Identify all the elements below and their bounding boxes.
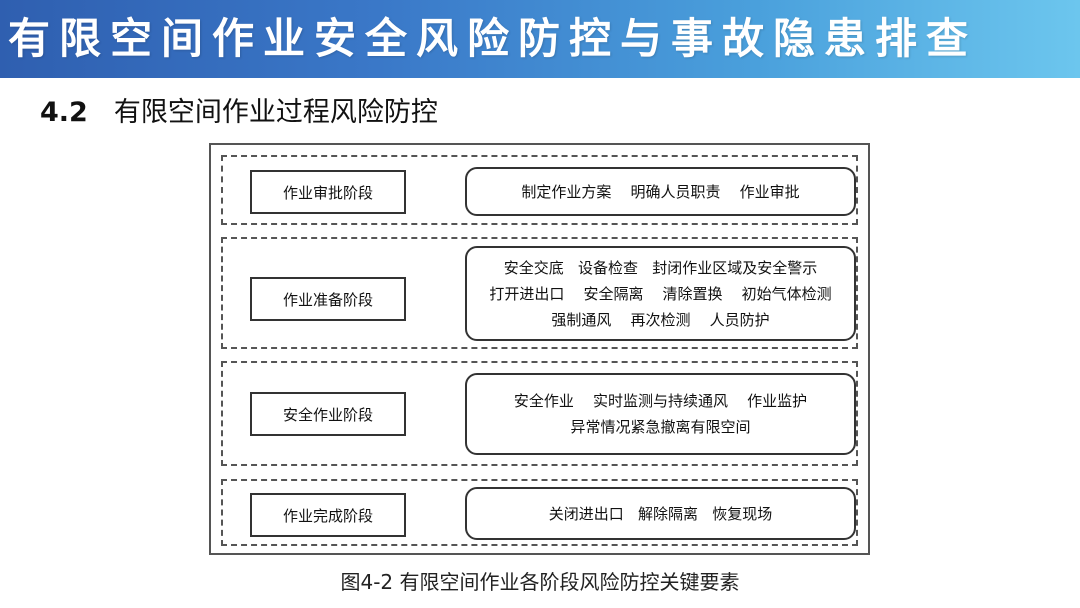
section-title: 有限空间作业过程风险防控 [113,97,438,128]
content-line: 打开进出口 安全隔离 清除置换 初始气体检测 [489,284,832,303]
stage-completion-label: 作业完成阶段 [250,493,406,537]
content-line: 强制通风 再次检测 人员防护 [551,310,770,329]
diagram-frame [209,143,870,555]
stage-operation [221,361,858,466]
stage-completion-content: 关闭进出口 解除隔离 恢复现场 [465,487,856,540]
stage-approval-content: 制定作业方案 明确人员职责 作业审批 [465,167,856,216]
banner-title: 有限空间作业安全风险防控与事故隐患排查 [8,14,978,63]
stage-approval-label: 作业审批阶段 [250,170,406,214]
stage-preparation-label: 作业准备阶段 [250,277,406,321]
content-line: 安全交底 设备检查 封闭作业区域及安全警示 [503,258,818,277]
stage-operation-label: 安全作业阶段 [250,392,406,436]
stage-preparation [221,237,858,349]
stage-preparation-content: 安全交底 设备检查 封闭作业区域及安全警示 打开进出口 安全隔离 清除置换 初始… [465,246,856,341]
title-banner: 有限空间作业安全风险防控与事故隐患排查 [0,0,1080,78]
stage-operation-content: 安全作业 实时监测与持续通风 作业监护 异常情况紧急撤离有限空间 [465,373,856,455]
stage-approval [221,155,858,225]
figure-caption: 图4-2 有限空间作业各阶段风险防控关键要素 [340,570,740,594]
stage-completion [221,479,858,546]
content-line: 安全作业 实时监测与持续通风 作业监护 [513,392,808,410]
content-line: 异常情况紧急撤离有限空间 [570,418,751,436]
section-number: 4.2 [40,97,88,128]
content-line: 制定作业方案 明确人员职责 作业审批 [521,182,800,201]
content-line: 关闭进出口 解除隔离 恢复现场 [548,504,773,523]
section-heading: 4.2 有限空间作业过程风险防控 [40,92,438,134]
